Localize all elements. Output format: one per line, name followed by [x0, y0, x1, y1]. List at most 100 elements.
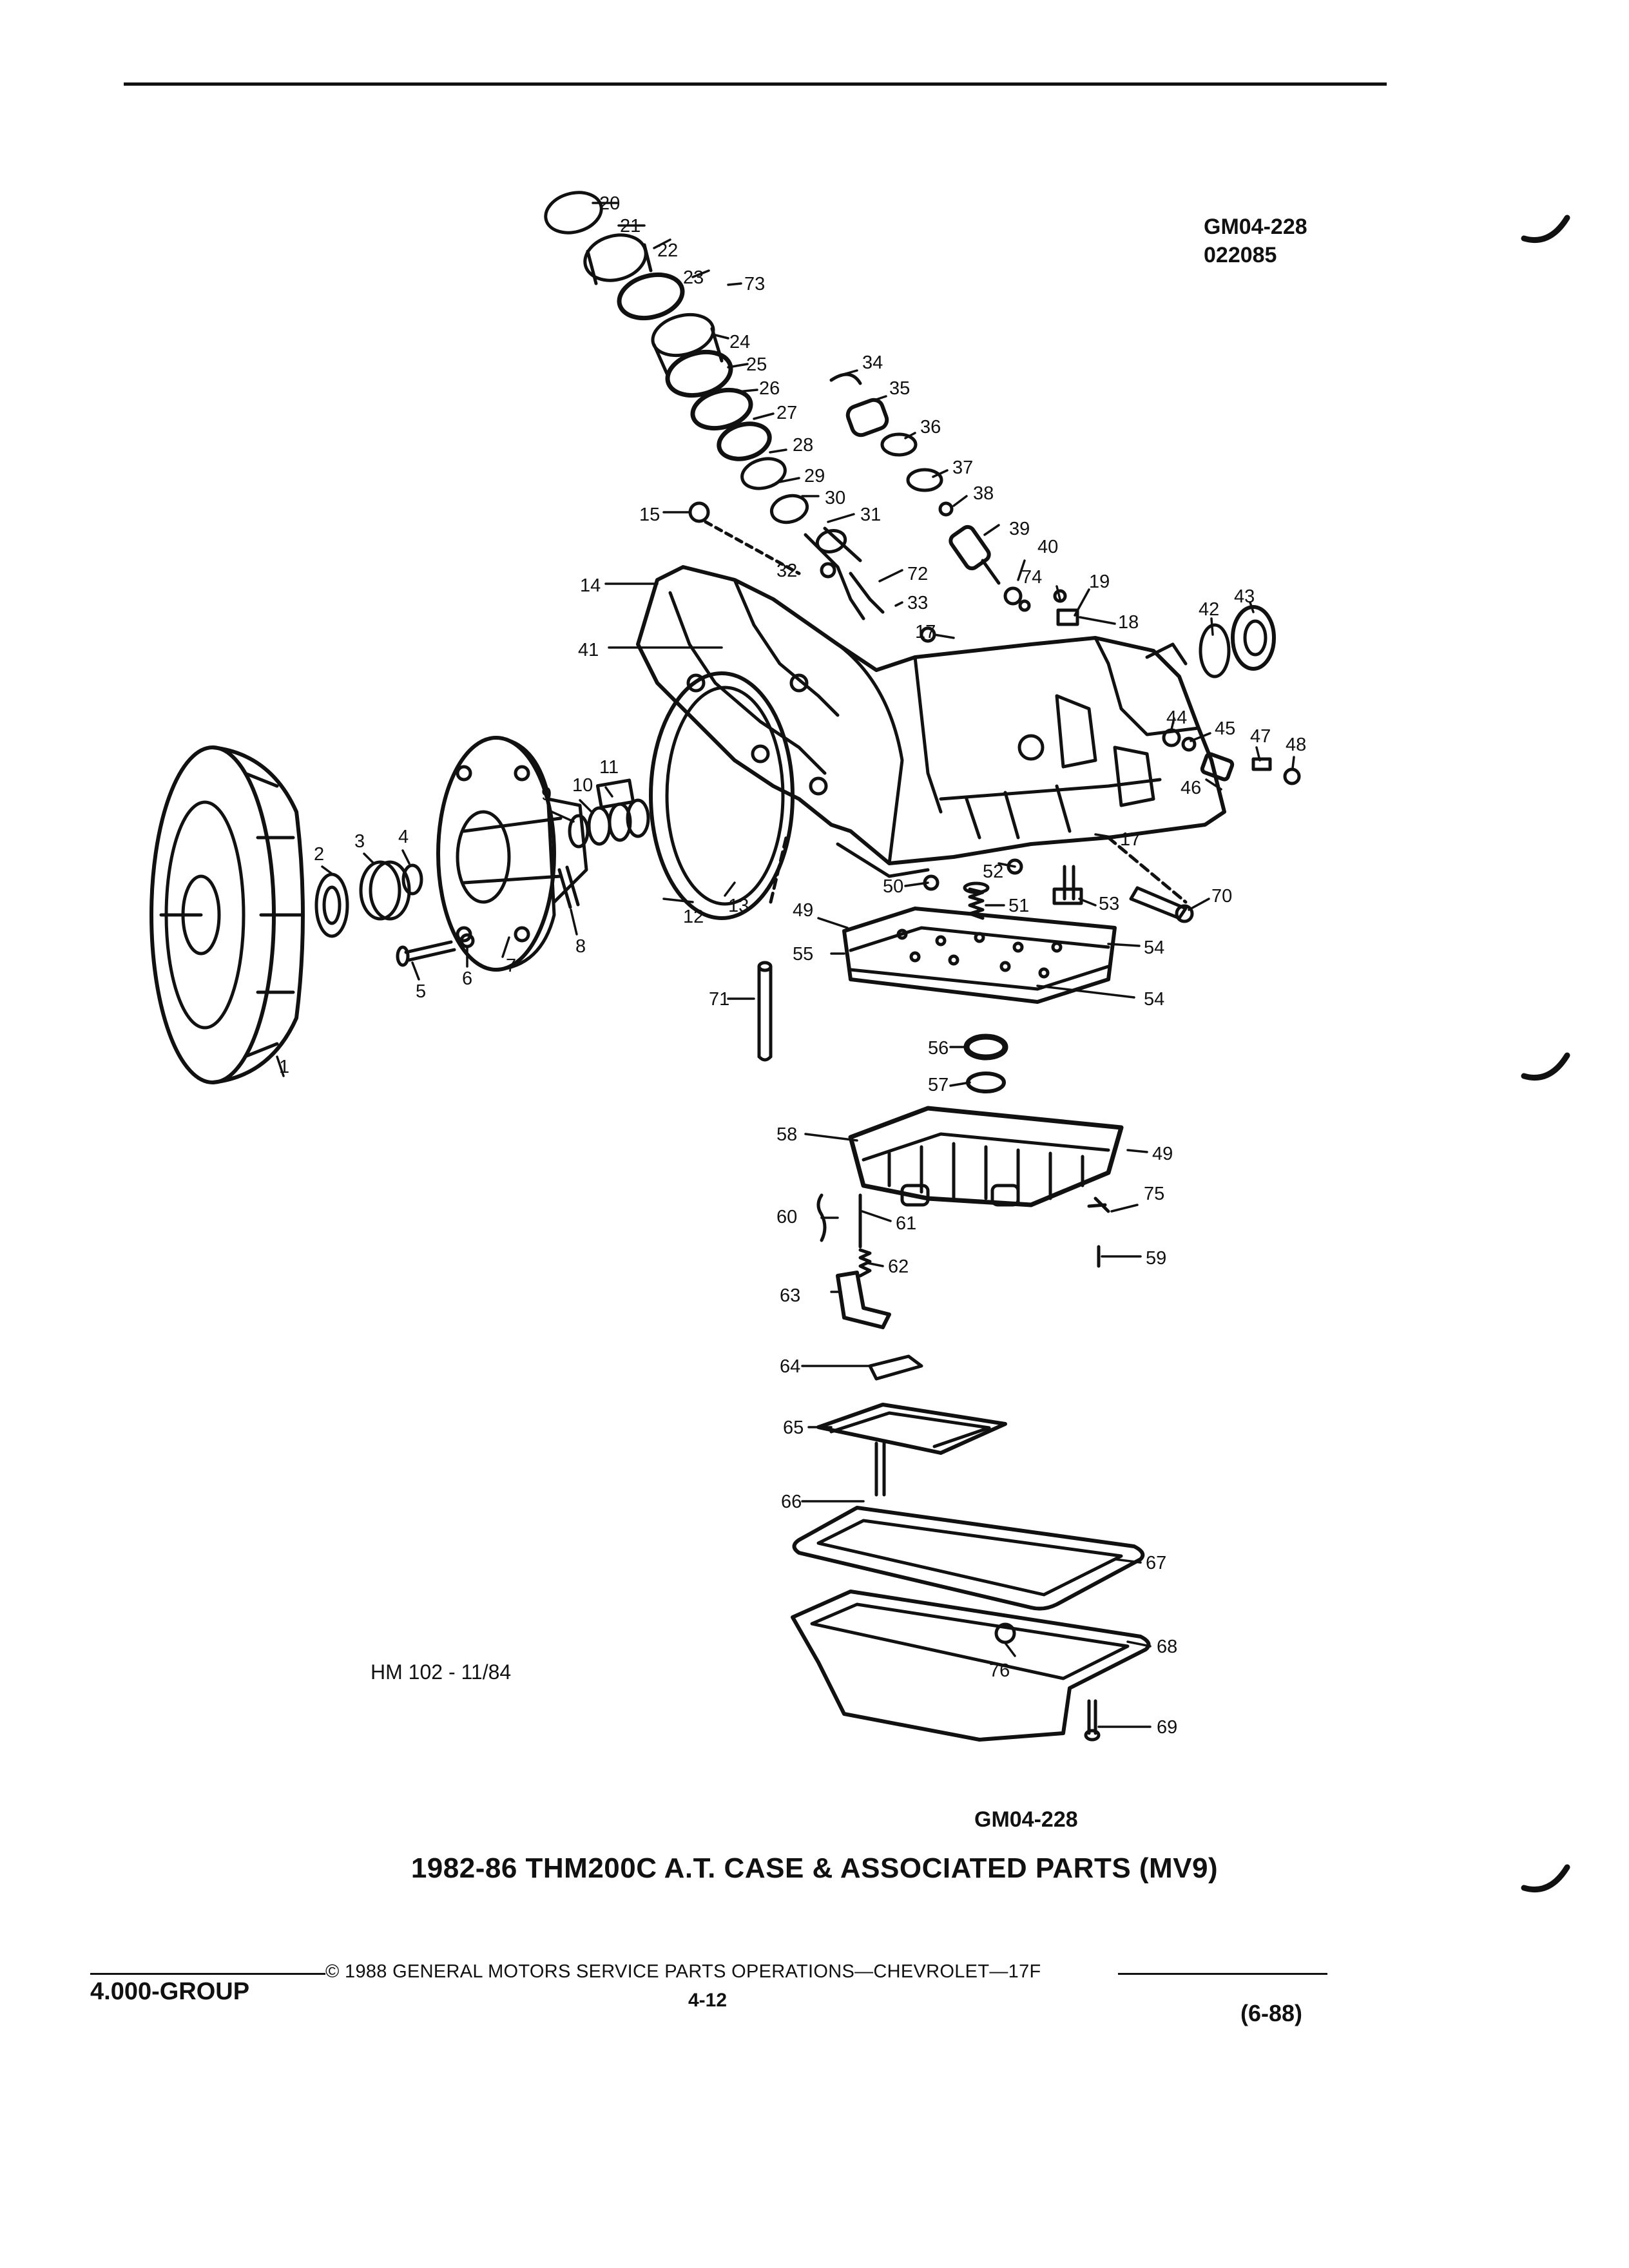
oil-pan — [791, 1590, 1151, 1742]
callout-37: 37 — [952, 457, 973, 478]
callout-70: 70 — [1211, 886, 1232, 907]
callout-60: 60 — [776, 1207, 797, 1227]
callout-65: 65 — [783, 1418, 804, 1438]
callout-24: 24 — [729, 332, 750, 352]
callout-71: 71 — [709, 989, 729, 1010]
callout-leader-lines — [276, 202, 1295, 1728]
illustration-code: HM 102 - 11/84 — [371, 1660, 512, 1684]
callout-41: 41 — [578, 640, 599, 660]
callout-9: 9 — [541, 784, 552, 805]
housing-seal-ring — [649, 671, 795, 920]
callout-51: 51 — [1008, 896, 1029, 916]
callout-44: 44 — [1166, 707, 1187, 728]
callout-31: 31 — [860, 505, 881, 525]
callout-55: 55 — [793, 944, 813, 965]
transmission-case — [636, 565, 1226, 878]
drawing-number: 022085 — [1204, 243, 1277, 267]
callout-15: 15 — [639, 505, 660, 525]
case-fittings — [757, 836, 1194, 1062]
callout-4: 4 — [398, 827, 409, 847]
callout-12: 12 — [683, 907, 704, 927]
callout-54: 54 — [1144, 937, 1164, 958]
callout-34: 34 — [862, 352, 883, 373]
callout-72: 72 — [907, 564, 928, 584]
spacer-plate — [842, 907, 1117, 1004]
callout-38: 38 — [973, 483, 994, 504]
callout-6: 6 — [462, 968, 472, 989]
callout-57: 57 — [928, 1075, 949, 1095]
callout-46: 46 — [1181, 778, 1201, 798]
extension-seal — [1199, 605, 1276, 678]
accumulator-stack — [829, 372, 1023, 606]
callout-35: 35 — [889, 378, 910, 399]
pump-bolts — [396, 865, 580, 967]
exploded-parts-diagram: 2021222373242526272829303132723334353637… — [149, 191, 1306, 1742]
callout-29: 29 — [804, 466, 825, 486]
callout-7: 7 — [506, 956, 516, 976]
callout-73: 73 — [744, 274, 765, 294]
margin-mark-bottom — [1521, 1864, 1570, 1893]
callout-69: 69 — [1157, 1717, 1177, 1738]
callout-67: 67 — [1146, 1553, 1166, 1573]
governor-parts — [1162, 728, 1301, 785]
callout-52: 52 — [983, 861, 1003, 882]
callout-17: 17 — [915, 622, 936, 642]
callout-74: 74 — [1021, 567, 1042, 588]
callout-56: 56 — [928, 1038, 949, 1059]
callout-48: 48 — [1286, 735, 1306, 755]
callout-23: 23 — [683, 267, 704, 288]
callout-58: 58 — [776, 1124, 797, 1145]
callout-28: 28 — [793, 435, 813, 456]
callout-45: 45 — [1215, 718, 1235, 739]
callout-49: 49 — [793, 900, 813, 921]
callout-36: 36 — [920, 417, 941, 437]
callout-20: 20 — [599, 193, 620, 214]
callout-21: 21 — [620, 216, 641, 236]
callout-32: 32 — [776, 561, 797, 581]
footer-copyright: © 1988 GENERAL MOTORS SERVICE PARTS OPER… — [325, 1961, 1041, 1982]
pan-gasket — [792, 1506, 1145, 1611]
callout-8: 8 — [575, 936, 586, 957]
footer-revision-date: (6-88) — [1240, 2000, 1303, 2026]
callout-10: 10 — [572, 775, 593, 796]
callout-63: 63 — [780, 1285, 800, 1306]
callout-62: 62 — [888, 1256, 909, 1277]
torque-converter — [149, 745, 305, 1084]
callout-3: 3 — [354, 831, 365, 852]
callout-25: 25 — [746, 354, 767, 375]
callout-64: 64 — [780, 1356, 800, 1377]
callout-33: 33 — [907, 593, 928, 613]
callout-27: 27 — [776, 403, 797, 423]
callout-47: 47 — [1250, 726, 1271, 747]
detent-parts — [816, 1193, 1110, 1329]
callout-68: 68 — [1157, 1637, 1177, 1657]
callout-14: 14 — [580, 575, 601, 596]
footer-rule-right — [1118, 1973, 1327, 1975]
callout-17: 17 — [1120, 829, 1141, 850]
valve-body — [848, 1106, 1124, 1207]
oil-pump — [436, 736, 588, 972]
callout-26: 26 — [759, 378, 780, 399]
callout-18: 18 — [1118, 612, 1139, 633]
filter-assembly — [816, 1354, 1007, 1497]
callout-49: 49 — [1152, 1144, 1173, 1164]
pump-rings — [568, 778, 650, 849]
callout-43: 43 — [1234, 586, 1255, 607]
callout-13: 13 — [728, 896, 749, 916]
callout-54: 54 — [1144, 989, 1164, 1010]
figure-code: GM04-228 — [974, 1807, 1078, 1832]
margin-mark-middle — [1521, 1052, 1570, 1081]
callout-11: 11 — [599, 757, 619, 778]
servo-piston-stack — [544, 191, 885, 620]
callout-19: 19 — [1089, 572, 1110, 592]
callout-22: 22 — [657, 240, 678, 261]
callout-76: 76 — [989, 1660, 1010, 1681]
callout-50: 50 — [883, 876, 903, 897]
margin-mark-top — [1521, 215, 1570, 244]
callout-5: 5 — [416, 981, 426, 1002]
footer-group: 4.000-GROUP — [90, 1978, 250, 2005]
callout-39: 39 — [1009, 519, 1030, 539]
drawing-code: GM04-228 — [1204, 215, 1307, 239]
callout-59: 59 — [1146, 1248, 1166, 1269]
